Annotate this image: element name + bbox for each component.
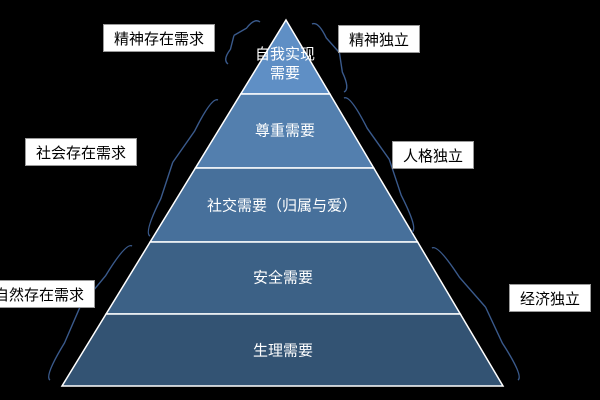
tag-economic-independence: 经济独立: [509, 284, 592, 312]
bracket-left-social: [147, 99, 219, 237]
tier-label-self-actualization: 自我实现需要: [254, 45, 315, 82]
tier-shapes: [60, 18, 505, 387]
bracket-right-personality: [343, 97, 415, 233]
brackets: [47, 20, 520, 381]
bracket-left-natural: [47, 244, 133, 381]
tier-label-esteem: 尊重需要: [254, 121, 316, 140]
bracket-right-spiritual: [311, 22, 348, 93]
tag-spiritual-independence: 精神独立: [338, 25, 421, 53]
tag-social-existence-need: 社会存在需求: [25, 138, 138, 166]
tier-label-social: 社交需要（归属与爱）: [206, 196, 358, 215]
bracket-right-economic: [431, 246, 520, 381]
tag-personality-independence: 人格独立: [392, 141, 475, 169]
tier-physiological: [60, 313, 505, 387]
tier-label-safety: 安全需要: [252, 268, 314, 287]
bracket-left-spiritual: [225, 20, 261, 65]
tag-natural-existence-need: 自然存在需求: [0, 280, 96, 308]
tag-spiritual-existence-need: 精神存在需求: [103, 24, 216, 52]
tier-label-physiological: 生理需要: [252, 341, 314, 360]
